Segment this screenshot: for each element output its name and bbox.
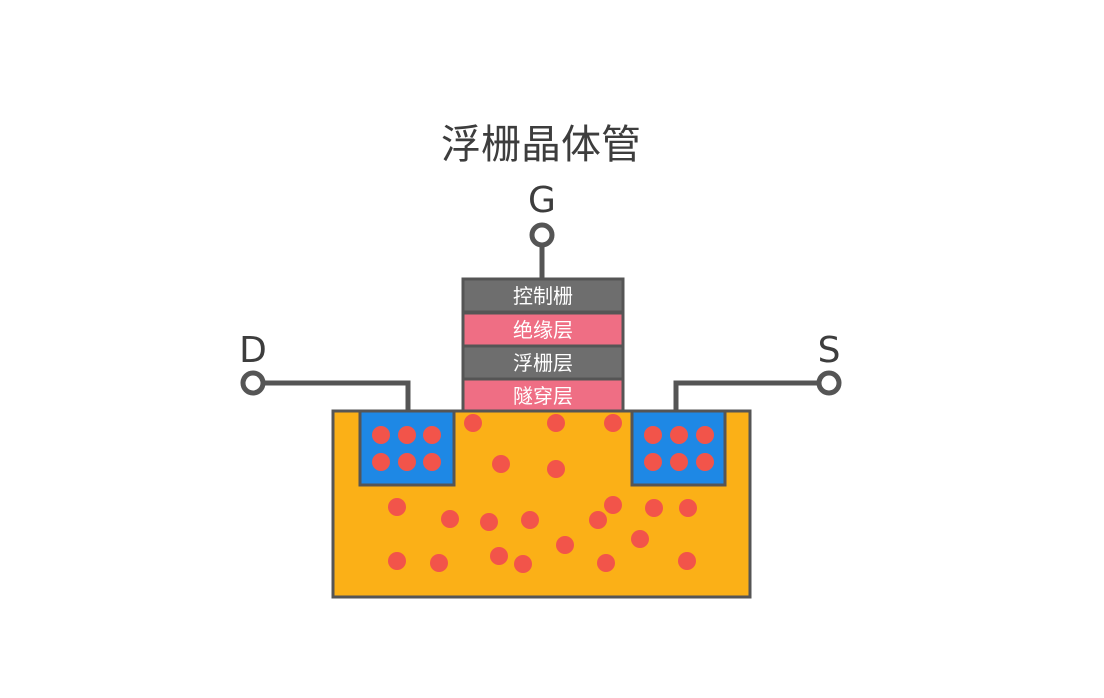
substrate-electron bbox=[645, 499, 663, 517]
gate-stack: 控制栅 绝缘层 浮栅层 隧穿层 bbox=[461, 277, 625, 413]
substrate-electron bbox=[430, 554, 448, 572]
substrate-electron bbox=[441, 510, 459, 528]
source-electron bbox=[696, 453, 714, 471]
substrate-electron bbox=[514, 555, 532, 573]
source-well bbox=[630, 409, 727, 487]
insulator-label: 绝缘层 bbox=[513, 318, 573, 342]
substrate-electron bbox=[388, 552, 406, 570]
diagram-title: 浮栅晶体管 bbox=[441, 122, 641, 168]
source-electron bbox=[670, 453, 688, 471]
source-terminal-label: S bbox=[818, 330, 841, 371]
substrate-electron bbox=[464, 414, 482, 432]
drain-electron bbox=[398, 453, 416, 471]
substrate-electron bbox=[589, 511, 607, 529]
tunnel-oxide-layer bbox=[461, 377, 625, 413]
gate-terminal-label: G bbox=[528, 180, 556, 221]
source-terminal-node bbox=[816, 370, 842, 396]
substrate-electron bbox=[556, 536, 574, 554]
source-electron bbox=[644, 426, 662, 444]
electron-group bbox=[372, 414, 714, 573]
drain-electron bbox=[423, 453, 441, 471]
source-wire bbox=[673, 380, 818, 412]
substrate-electron bbox=[521, 511, 539, 529]
drain-terminal-label: D bbox=[239, 330, 267, 371]
substrate-electron bbox=[547, 460, 565, 478]
drain-well bbox=[358, 409, 456, 487]
source-electron bbox=[696, 426, 714, 444]
source-electron bbox=[670, 426, 688, 444]
substrate-electron bbox=[547, 414, 565, 432]
drain-wire bbox=[264, 380, 411, 412]
control-gate-label: 控制栅 bbox=[513, 284, 573, 308]
source-electron bbox=[644, 453, 662, 471]
substrate-electron bbox=[480, 513, 498, 531]
substrate-electron bbox=[597, 554, 615, 572]
substrate-electron bbox=[490, 547, 508, 565]
substrate-electron bbox=[604, 414, 622, 432]
substrate-electron bbox=[492, 455, 510, 473]
drain-electron bbox=[372, 426, 390, 444]
tunnel-oxide-label: 隧穿层 bbox=[513, 384, 573, 408]
substrate-electron bbox=[678, 552, 696, 570]
substrate-electron bbox=[631, 530, 649, 548]
substrate-electron bbox=[679, 499, 697, 517]
control-gate-layer bbox=[461, 277, 625, 314]
substrate-electron bbox=[604, 496, 622, 514]
gate-terminal-node bbox=[529, 222, 555, 248]
drain-electron bbox=[423, 426, 441, 444]
drain-terminal-node bbox=[240, 370, 266, 396]
floating-gate-label: 浮栅层 bbox=[513, 351, 573, 375]
drain-electron bbox=[372, 453, 390, 471]
substrate-electron bbox=[388, 498, 406, 516]
drain-electron bbox=[398, 426, 416, 444]
